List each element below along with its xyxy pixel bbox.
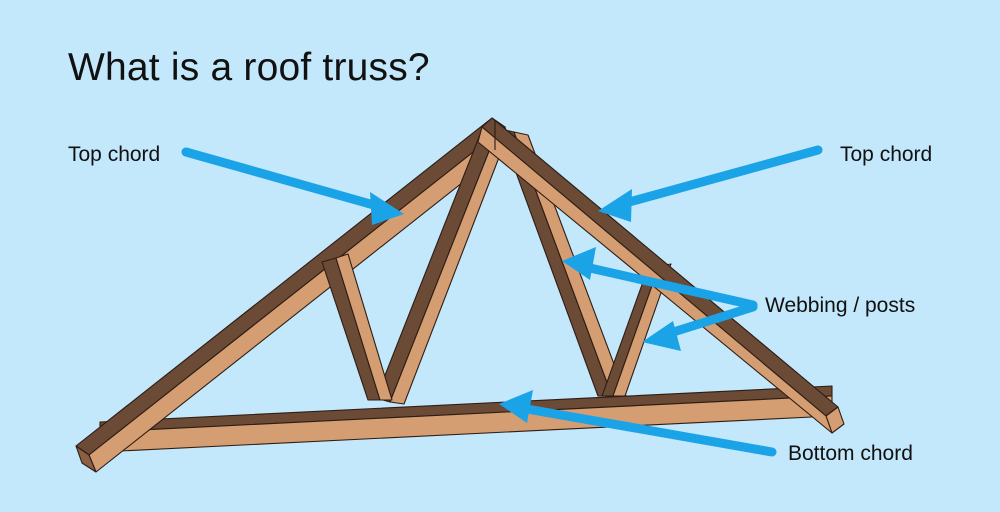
arrow-bottom-chord-shaft <box>522 404 777 457</box>
arrow-top-chord-right-head <box>598 189 632 222</box>
arrow-webbing-upper-shaft <box>585 263 758 310</box>
arrow-top-chord-left-head <box>370 192 404 225</box>
web-left-post-face <box>335 253 393 401</box>
arrow-webbing-lower <box>642 302 758 351</box>
arrow-webbing-upper-head <box>562 247 596 280</box>
arrow-top-chord-left <box>181 147 404 225</box>
arrow-bottom-chord-head <box>499 390 533 423</box>
top-chord-right-member <box>477 117 845 434</box>
arrow-webbing-lower-head <box>642 321 681 351</box>
top-chord-left-end-cap <box>75 445 97 473</box>
truss-assembly <box>75 117 845 473</box>
label-webbing-posts: Webbing / posts <box>765 294 915 317</box>
label-top-chord-left: Top chord <box>68 143 160 166</box>
arrow-top-chord-left-shaft <box>181 147 386 212</box>
annotation-arrows <box>181 145 823 457</box>
arrow-top-chord-right <box>598 145 823 222</box>
arrow-top-chord-right-shaft <box>617 145 823 209</box>
top-chord-left-member <box>75 117 511 473</box>
arrow-webbing-lower-shaft <box>662 302 758 339</box>
web-right-post-member <box>601 263 672 397</box>
annotation-labels: Top chord Top chord Webbing / posts Bott… <box>68 143 932 465</box>
label-bottom-chord: Bottom chord <box>788 442 913 465</box>
web-left-post-member <box>321 253 393 401</box>
arrow-bottom-chord <box>499 390 777 457</box>
label-top-chord-right: Top chord <box>840 143 932 166</box>
arrow-webbing-upper <box>562 247 758 310</box>
page-title: What is a roof truss? <box>68 46 430 89</box>
